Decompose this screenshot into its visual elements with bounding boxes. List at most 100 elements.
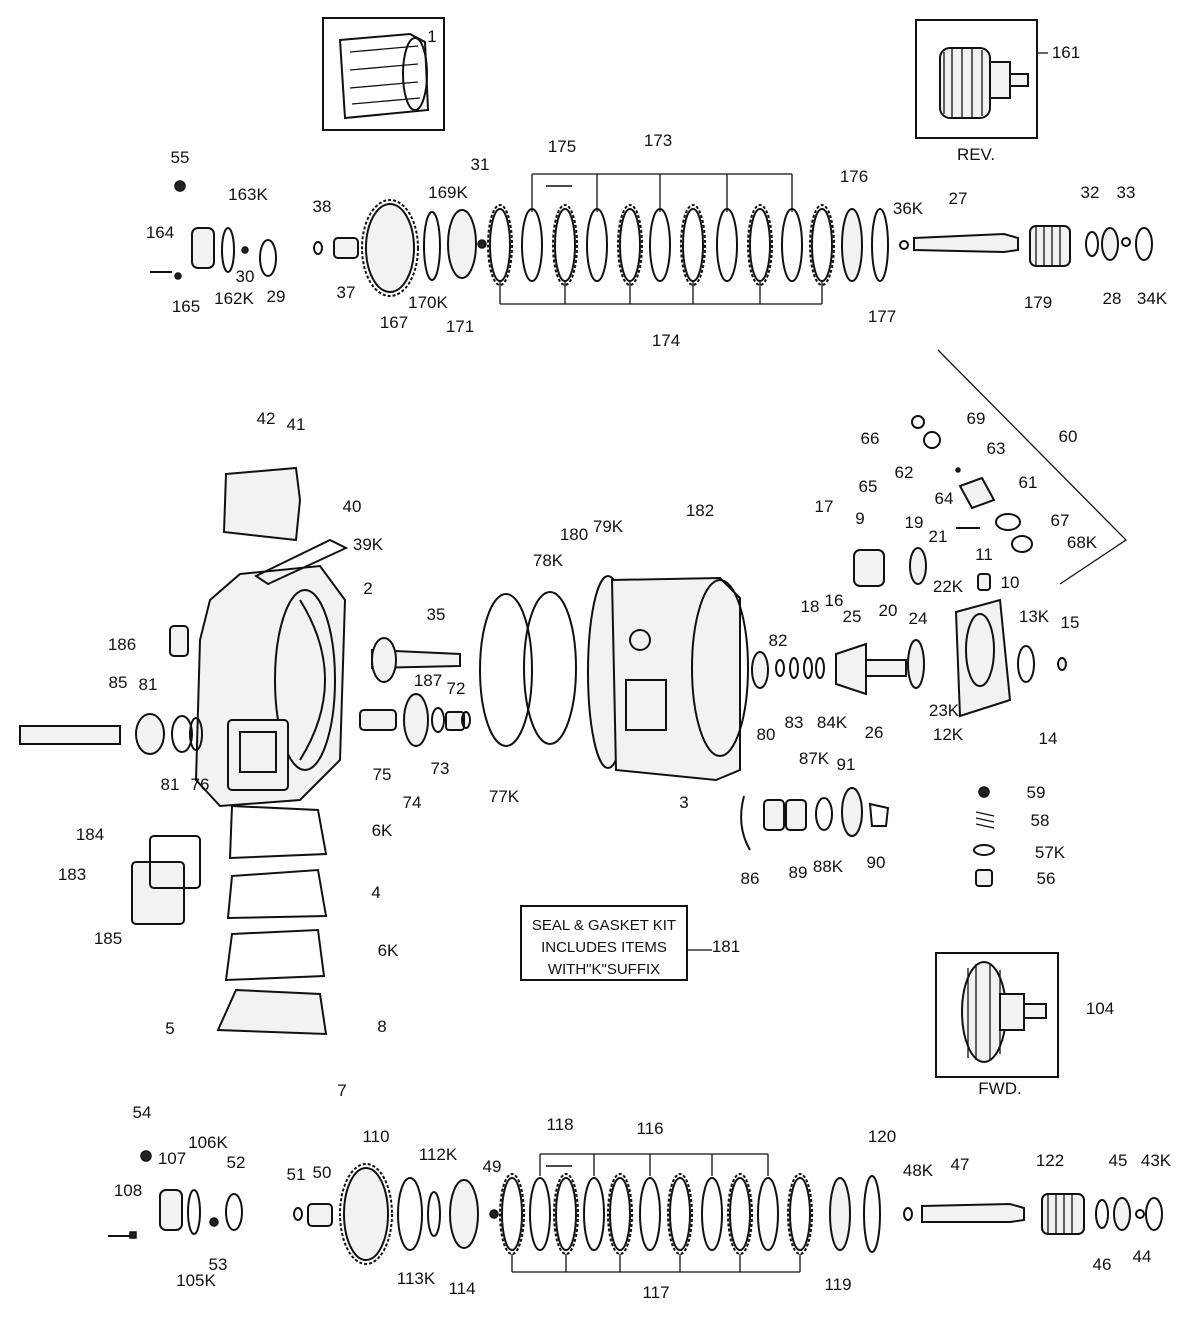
- part-label-73: 73: [431, 759, 450, 778]
- part-label-6k: 6K: [378, 941, 399, 960]
- part-label-89: 89: [789, 863, 808, 882]
- part-label-185: 185: [94, 929, 122, 948]
- part-label-4: 4: [371, 883, 380, 902]
- part-label-48k: 48K: [903, 1161, 934, 1180]
- part-label-83: 83: [785, 713, 804, 732]
- part-label-177: 177: [868, 307, 896, 326]
- part-label-36k: 36K: [893, 199, 924, 218]
- part-label-53: 53: [209, 1255, 228, 1274]
- part-label-118: 118: [546, 1115, 573, 1134]
- part-label-46: 46: [1093, 1255, 1112, 1274]
- part-label-165: 165: [172, 297, 200, 316]
- part-label-110: 110: [362, 1127, 389, 1146]
- part-label-176: 176: [840, 167, 868, 186]
- kit-line-3: WITH"K"SUFFIX: [548, 961, 660, 978]
- kit-line-2: INCLUDES ITEMS: [541, 939, 667, 956]
- part-label-22k: 22K: [933, 577, 964, 596]
- part-label-62: 62: [895, 463, 914, 482]
- part-label-5: 5: [165, 1019, 174, 1038]
- part-label-114: 114: [448, 1279, 475, 1298]
- pump-assembly: [740, 349, 1128, 887]
- part-label-11: 11: [975, 545, 993, 564]
- part-label-181: 181: [712, 937, 740, 956]
- part-label-84k: 84K: [817, 713, 848, 732]
- part-label-105k: 105K: [176, 1271, 216, 1290]
- part-label-163k: 163K: [228, 185, 268, 204]
- part-label-75: 75: [373, 765, 392, 784]
- part-label-113k: 113K: [397, 1269, 436, 1288]
- part-label-50: 50: [313, 1163, 332, 1182]
- part-label-14: 14: [1039, 729, 1058, 748]
- part-label-31: 31: [471, 155, 490, 174]
- forward-clutch-pack: [108, 1150, 1163, 1273]
- part-label-41: 41: [287, 415, 306, 434]
- part-label-72: 72: [447, 679, 466, 698]
- part-label-122: 122: [1036, 1151, 1064, 1170]
- part-label-79k: 79K: [593, 517, 624, 536]
- part-label-35: 35: [427, 605, 446, 624]
- part-label-179: 179: [1024, 293, 1052, 312]
- part-label-49: 49: [483, 1157, 502, 1176]
- seal-gasket-kit-box: [520, 905, 712, 981]
- part-label-37: 37: [337, 283, 356, 302]
- rev-caption: REV.: [957, 145, 995, 164]
- part-label-42: 42: [257, 409, 276, 428]
- part-label-108: 108: [114, 1181, 142, 1200]
- part-label-183: 183: [58, 865, 86, 884]
- part-label-61: 61: [1019, 473, 1038, 492]
- part-label-20: 20: [879, 601, 898, 620]
- kit-line-1: SEAL & GASKET KIT: [532, 917, 676, 934]
- part-label-91: 91: [837, 755, 856, 774]
- part-label-120: 120: [868, 1127, 896, 1146]
- part-label-162k: 162K: [214, 289, 254, 308]
- part-label-27: 27: [949, 189, 968, 208]
- part-label-51: 51: [287, 1165, 306, 1184]
- reverse-clutch-pack: [150, 173, 1153, 305]
- transmission-housing: [19, 466, 471, 1239]
- part-label-164: 164: [146, 223, 174, 242]
- part-label-187: 187: [414, 671, 442, 690]
- part-label-63: 63: [987, 439, 1006, 458]
- part-label-7: 7: [337, 1081, 346, 1100]
- part-label-81: 81: [139, 675, 158, 694]
- seal-rings: [479, 591, 577, 747]
- part-label-171: 171: [446, 317, 474, 336]
- part-label-43k: 43K: [1141, 1151, 1172, 1170]
- part-label-112k: 112K: [419, 1145, 458, 1164]
- part-label-57k: 57K: [1035, 843, 1066, 862]
- part-label-45: 45: [1109, 1151, 1128, 1170]
- part-label-9: 9: [855, 509, 864, 528]
- part-label-77k: 77K: [489, 787, 520, 806]
- part-label-34k: 34K: [1137, 289, 1168, 308]
- part-label-167: 167: [380, 313, 408, 332]
- part-label-59: 59: [1027, 783, 1046, 802]
- part-label-21: 21: [929, 527, 948, 546]
- part-label-76: 76: [191, 775, 210, 794]
- part-label-117: 117: [642, 1283, 669, 1302]
- part-label-174: 174: [652, 331, 680, 350]
- part-label-13k: 13K: [1019, 607, 1050, 626]
- part-label-65: 65: [859, 477, 878, 496]
- part-label-10: 10: [1001, 573, 1020, 592]
- part-label-87k: 87K: [799, 749, 830, 768]
- part-label-32: 32: [1081, 183, 1100, 202]
- part-label-69: 69: [967, 409, 986, 428]
- inset-part-1: [322, 17, 445, 131]
- part-label-186: 186: [108, 635, 136, 654]
- part-label-15: 15: [1061, 613, 1080, 632]
- part-label-55: 55: [171, 148, 190, 167]
- converter-case: [587, 575, 749, 782]
- part-label-67: 67: [1051, 511, 1070, 530]
- part-label-161: 161: [1052, 43, 1080, 62]
- part-label-64: 64: [935, 489, 954, 508]
- part-label-29: 29: [267, 287, 286, 306]
- part-label-47: 47: [951, 1155, 970, 1174]
- part-label-66: 66: [861, 429, 880, 448]
- part-label-1: 1: [427, 27, 436, 46]
- part-label-24: 24: [909, 609, 928, 628]
- part-label-74: 74: [403, 793, 422, 812]
- part-label-80: 80: [757, 725, 776, 744]
- part-label-58: 58: [1031, 811, 1050, 830]
